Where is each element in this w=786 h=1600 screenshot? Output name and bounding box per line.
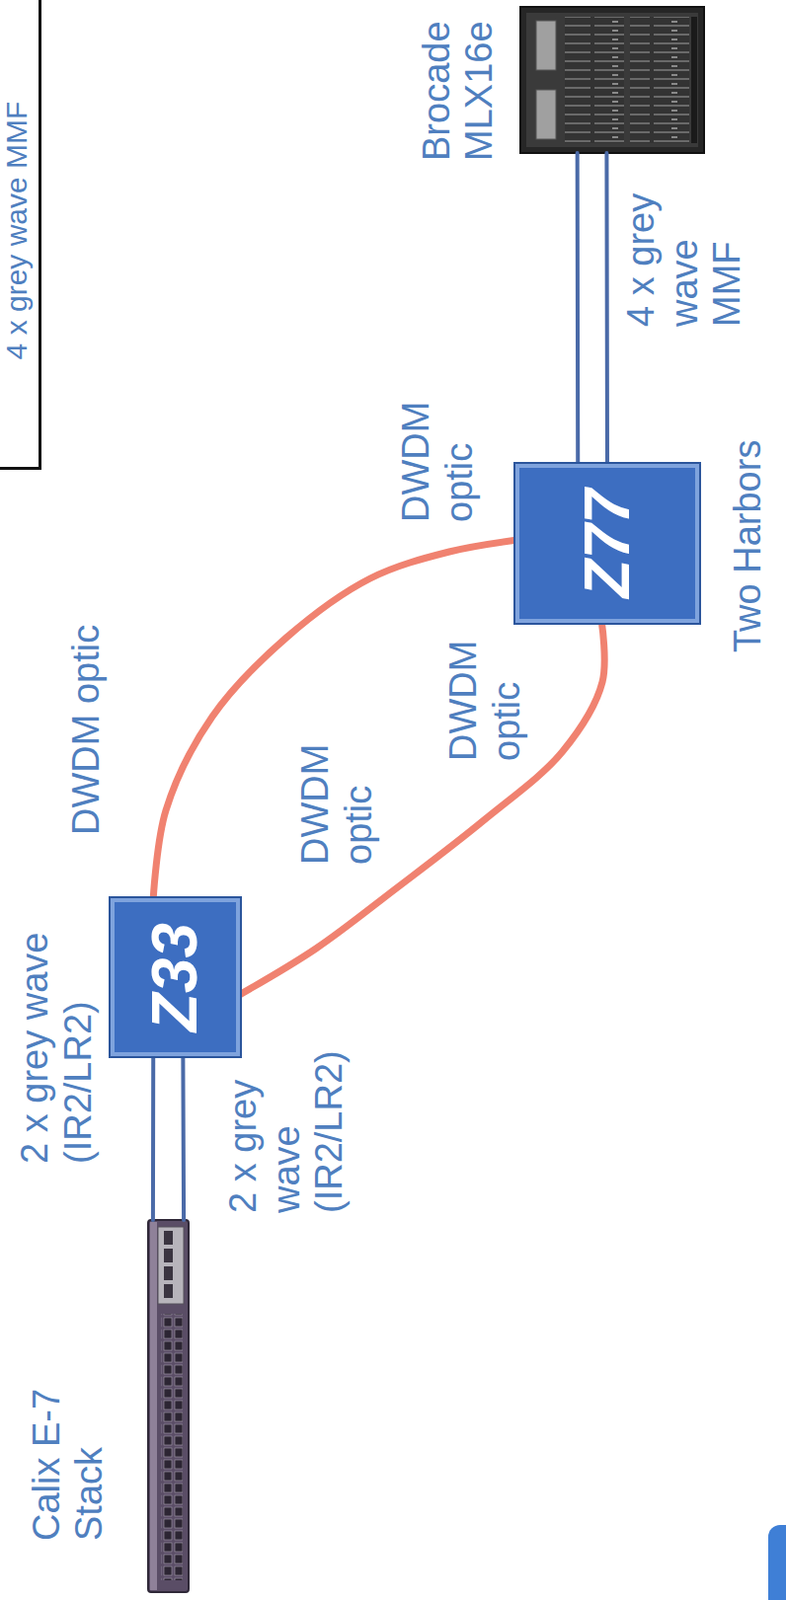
fan-bar <box>691 16 698 144</box>
calix-switch <box>148 1220 189 1593</box>
switch-ports <box>160 1314 183 1581</box>
link-label: 4 x grey wave MMF <box>620 154 750 327</box>
link-label: DWDM optic <box>294 731 381 865</box>
grey-wave-link <box>180 1056 186 1221</box>
link-label: DWDM optic <box>394 389 481 523</box>
grey-wave-link <box>151 1056 156 1221</box>
dwdm-link <box>239 623 605 996</box>
card-slots <box>564 16 625 144</box>
switch-body <box>148 1220 189 1593</box>
device-name: Calix E-7 Stack <box>25 1373 112 1542</box>
router-chassis: Brocade MLX16e <box>520 6 705 154</box>
note-text: 4 x grey wave MMF <box>0 101 34 361</box>
device-name: Brocade MLX16e <box>415 2 502 161</box>
sfp-port <box>163 1266 173 1281</box>
note-box: 4 x grey wave MMF <box>0 0 42 471</box>
switch-stack: Calix E-7 Stack <box>148 1220 189 1593</box>
grey-wave-link <box>604 153 610 465</box>
sfp-port <box>163 1284 173 1299</box>
link-label: 2 x grey wave (IR2/LR2) <box>222 1035 352 1214</box>
sfp-port <box>163 1249 173 1263</box>
chassis-body <box>520 6 705 154</box>
brocade-chassis <box>520 6 705 154</box>
card-slots <box>629 16 690 144</box>
optical-node: Z33 <box>110 898 240 1057</box>
corner-tab <box>768 1525 786 1600</box>
site-name: Two Harbors <box>726 440 771 653</box>
grey-wave-link <box>575 153 581 465</box>
node-id: Z33 <box>140 923 210 1032</box>
switch-module <box>157 1227 184 1305</box>
link-label: DWDM optic <box>442 628 529 762</box>
chassis-frame <box>526 12 699 148</box>
link-label: DWDM optic <box>65 625 109 836</box>
management-module <box>536 89 556 140</box>
node-id: Z77 <box>572 488 642 598</box>
link-label: 2 x grey wave (IR2/LR2) <box>13 917 100 1165</box>
sfp-port <box>163 1231 173 1246</box>
management-module <box>536 20 556 71</box>
optical-node: Z77 <box>515 464 700 624</box>
switch-top <box>150 1222 158 1591</box>
